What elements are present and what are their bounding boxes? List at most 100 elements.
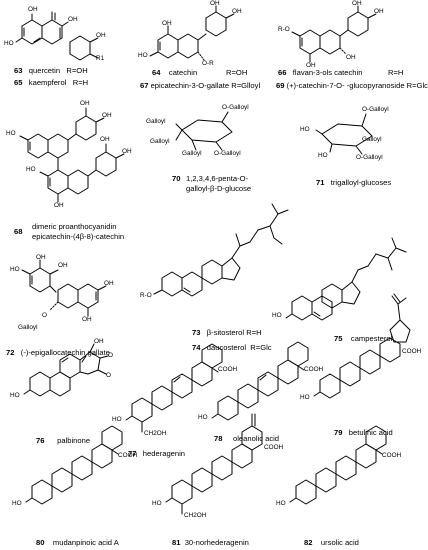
atom-label: O-Galloyl	[222, 104, 249, 111]
atom-label: O	[108, 352, 113, 359]
compound-substituent: R=OH	[66, 66, 88, 75]
caption-71: 71 trigalloyl-glucoses	[316, 178, 391, 187]
compound-substituent: R=Glc	[250, 343, 272, 352]
atom-label: OH	[104, 280, 114, 287]
caption-76: 76 palbinone	[36, 436, 90, 445]
caption-63: 63 quercetin R=OH	[14, 66, 88, 75]
compound-name: β-sitosterol	[206, 328, 245, 337]
atom-label: HO	[12, 500, 22, 507]
compound-substituent: R=Glloyl	[231, 81, 261, 90]
atom-label: O-Galloyl	[214, 150, 241, 157]
pentagalloyl-glucose-structure	[175, 111, 233, 151]
caption-69: 69 (+)-catechin-7-O- -glucopyranoside R=…	[276, 81, 428, 90]
compound-name: catechin	[168, 68, 198, 77]
atom-label: HO	[276, 500, 286, 507]
atom-label: COOH	[304, 366, 324, 373]
flavan-3-ol-structure	[291, 5, 377, 63]
compound-name: mudanpinoic acid A	[52, 538, 119, 547]
caption-82: 82 ursolic acid	[304, 538, 359, 547]
caption-73: 73 β-sitosterol R=H	[192, 328, 262, 337]
compound-number: 69	[276, 81, 285, 90]
atom-label: COOH	[264, 444, 284, 451]
caption-81: 81 30-norhederagenin	[172, 538, 249, 547]
norhederagenin-structure	[165, 413, 263, 515]
atom-label: COOH	[218, 366, 238, 373]
atom-label: OH	[346, 54, 356, 61]
compound-number: 70	[172, 174, 181, 183]
atom-label: O-Galloyl	[362, 106, 389, 113]
atom-label: OH	[28, 6, 38, 13]
compound-name: ursolic acid	[320, 538, 359, 547]
compound-name: trigalloyl-glucoses	[330, 178, 392, 187]
flavonol-structure	[15, 11, 99, 61]
atom-label: OH	[58, 262, 68, 269]
atom-label: OH	[54, 202, 64, 209]
compound-name: quercetin	[28, 66, 61, 75]
compound-name: epicatechin-3-O-gallate	[150, 81, 230, 90]
atom-label: OH	[122, 148, 132, 155]
compound-number: 63	[14, 66, 23, 75]
compound-substituent: R=H	[388, 68, 404, 77]
atom-label: R1	[96, 55, 105, 62]
compound-number: 71	[316, 178, 325, 187]
compound-name-line2: epicatechin-(4β-8)-catechin	[32, 232, 125, 241]
compound-name: 1,2,3,4,6-penta-O-	[186, 174, 249, 183]
caption-74: 74 daucosterol R=Glc	[192, 343, 272, 352]
compound-name: oleanolic acid	[233, 434, 280, 443]
atom-label: O	[42, 312, 47, 319]
caption-80: 80 mudanpinoic acid A	[36, 538, 119, 547]
compound-number: 64	[152, 68, 161, 77]
atom-label: CH2OH	[184, 512, 207, 519]
compound-number: 78	[214, 434, 223, 443]
atom-label: HO	[300, 126, 310, 133]
mudanpinoic-acid-structure	[25, 425, 123, 505]
palbinone-structure	[23, 343, 109, 397]
atom-label: HO	[26, 166, 36, 173]
compound-name: palbinone	[57, 436, 91, 445]
atom-label: HO	[152, 500, 162, 507]
atom-label: Galloyl	[362, 136, 382, 143]
caption-79: 79 betulinic acid	[334, 428, 393, 437]
compound-name: daucosterol	[206, 343, 247, 352]
compound-number: 82	[304, 538, 313, 547]
compound-number: 72	[6, 348, 15, 357]
atom-label: OH	[36, 254, 46, 261]
caption-77: 77 hederagenin	[128, 449, 185, 458]
compound-number: 74	[192, 343, 201, 352]
compound-number: 80	[36, 538, 45, 547]
compound-name: (-)-epigallocatechin gallate	[20, 348, 110, 357]
atom-label: OH	[100, 136, 110, 143]
atom-label: OH	[232, 8, 242, 15]
atom-label: HO	[10, 392, 20, 399]
atom-label: COOH	[382, 452, 402, 459]
atom-label: OH	[82, 316, 92, 323]
atom-label: HO	[138, 52, 148, 59]
atom-label: OH	[352, 0, 362, 7]
compound-number: 81	[172, 538, 181, 547]
compound-substituent: R=H	[246, 328, 262, 337]
caption-75: 75 campesterol	[334, 334, 392, 343]
compound-number: 77	[128, 449, 137, 458]
compound-substituent: R=OH	[226, 68, 248, 77]
compound-substituent: R=H	[72, 78, 89, 87]
atom-label: HO	[6, 130, 16, 137]
atom-label: O-Galloyl	[356, 154, 383, 161]
compound-name: (+)-catechin-7-O- -glucopyranoside	[286, 81, 405, 90]
atom-label: Galloyl	[18, 324, 38, 331]
caption-72: 72 (-)-epigallocatechin gallate	[6, 348, 110, 357]
atom-label: HO	[300, 394, 310, 401]
atom-label: O	[106, 372, 111, 379]
compound-number: 67	[140, 81, 149, 90]
sitosterol-structure	[153, 203, 289, 297]
compound-name-line2: galloyl-β-D-glucose	[186, 184, 252, 193]
ursolic-acid-structure	[289, 425, 387, 505]
atom-label: OH	[374, 8, 384, 15]
compound-name: hederagenin	[142, 449, 186, 458]
atom-label: COOH	[118, 452, 138, 459]
atom-label: OH	[306, 62, 316, 69]
atom-label: HO	[318, 152, 328, 159]
caption-67: 67 epicatechin-3-O-gallate R=Glloyl	[140, 81, 260, 90]
atom-label: HO	[272, 312, 282, 319]
